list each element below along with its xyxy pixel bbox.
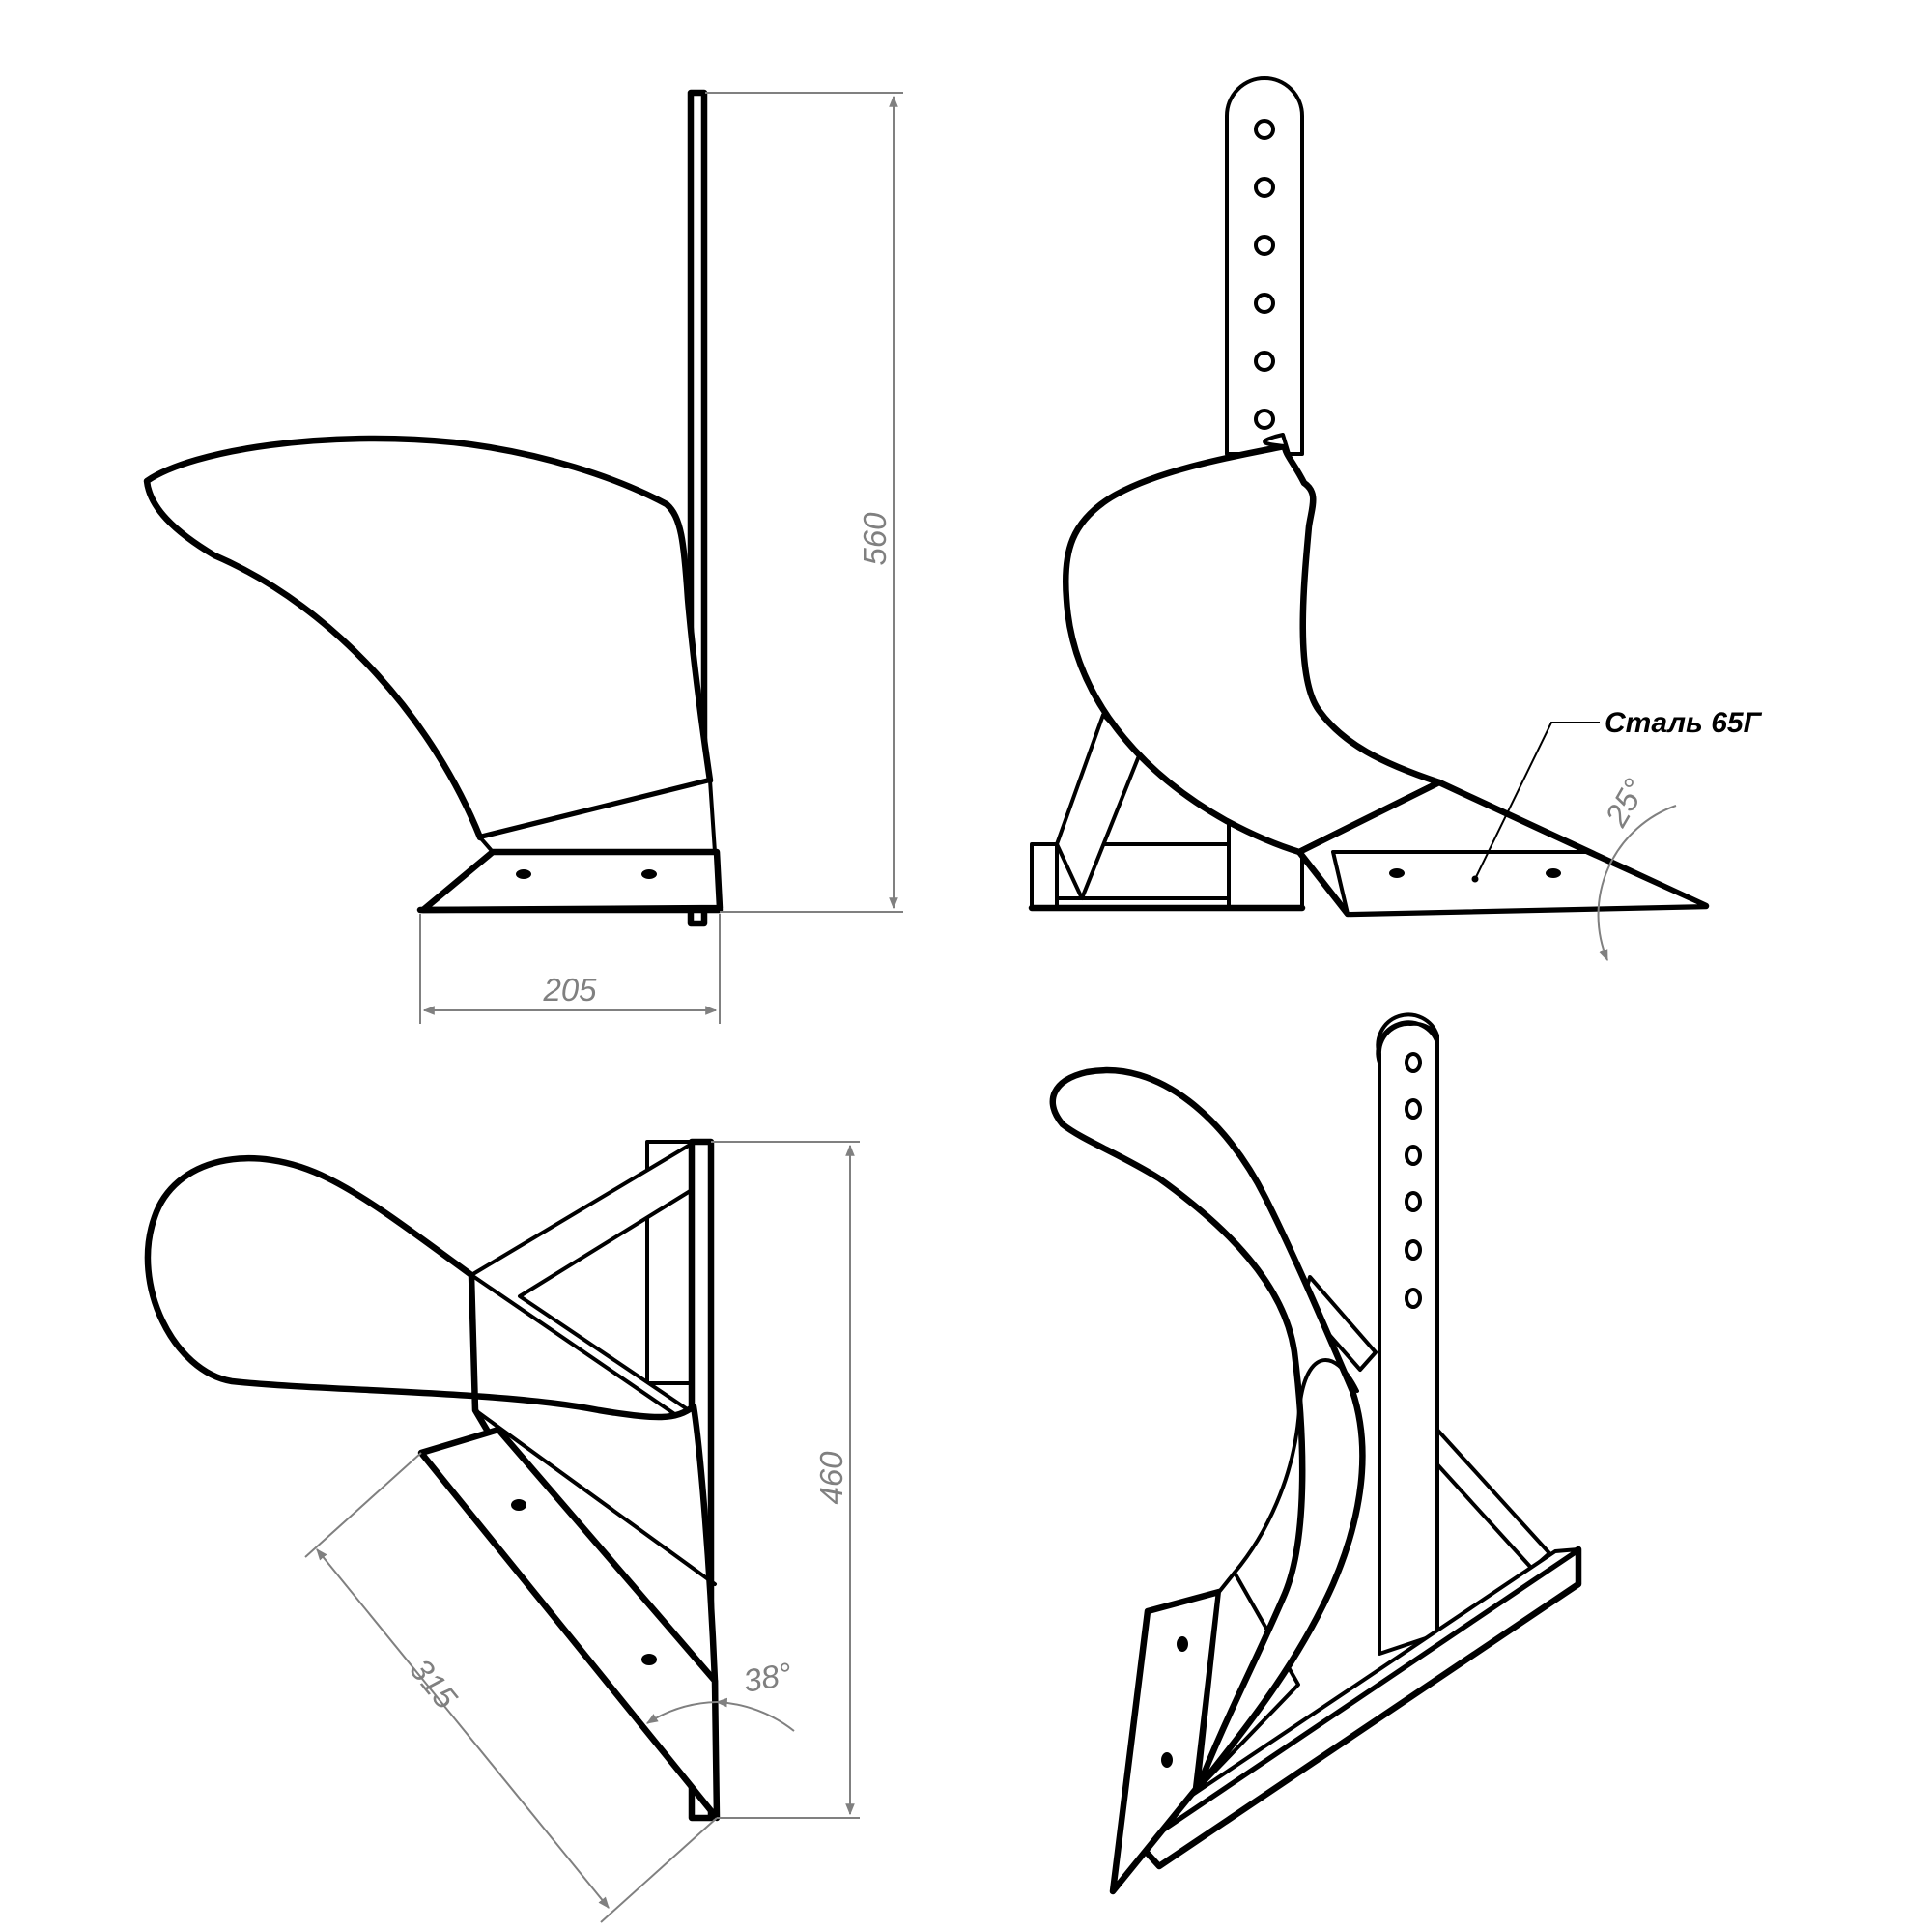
dim-width-front: 205 — [542, 972, 597, 1007]
stand-hole — [1254, 293, 1275, 314]
dim-extension — [600, 1817, 718, 1923]
stand-hole — [1254, 351, 1275, 372]
side-view: 560 205 — [143, 89, 903, 1024]
iso-brace — [1434, 1426, 1551, 1571]
stand-hole — [1405, 1052, 1422, 1073]
iso-moldboard — [1049, 1066, 1366, 1793]
dim-share-angle: 38° — [741, 1656, 795, 1699]
dim-height-plan: 460 — [813, 1451, 849, 1505]
stand-hole — [1405, 1288, 1422, 1309]
front-view-bolt-hole — [1389, 868, 1405, 878]
iso-bolt-hole — [1177, 1636, 1188, 1652]
front-view-frame-left-post — [1030, 842, 1059, 910]
stand-hole — [1254, 177, 1275, 198]
stand-hole — [1405, 1239, 1422, 1261]
dim-share-length: 315 — [403, 1652, 465, 1716]
stand-hole — [1254, 235, 1275, 256]
front-view-moldboard-curl — [1263, 433, 1291, 456]
plan-view-moldboard — [144, 1155, 719, 1820]
side-view-bolt-hole — [641, 869, 657, 879]
dim-extension — [304, 1452, 422, 1558]
stand-hole — [1254, 119, 1275, 140]
stand-hole — [1405, 1098, 1422, 1120]
front-view: Сталь 65Г 25° — [1028, 76, 1763, 962]
stand-hole — [1405, 1145, 1422, 1166]
dim-arc-share-angle — [715, 1697, 795, 1732]
dim-arc-blade-angle — [1597, 805, 1677, 962]
iso-bolt-hole — [1161, 1752, 1173, 1768]
plan-view-bolt-hole — [641, 1654, 657, 1665]
material-note: Сталь 65Г — [1605, 707, 1763, 739]
dim-blade-angle: 25° — [1598, 773, 1653, 834]
iso-moldboard-fold — [1233, 1358, 1359, 1574]
front-view-share-plate — [1331, 850, 1708, 916]
iso-stand-side — [1376, 1020, 1439, 1064]
material-leader — [1474, 722, 1600, 880]
stand-hole — [1405, 1191, 1422, 1212]
front-view-bolt-hole — [1546, 868, 1561, 878]
dim-height-front: 560 — [857, 512, 893, 566]
plan-view: 460 315 38° — [144, 1138, 860, 1923]
front-view-stand — [1225, 76, 1304, 456]
stand-hole — [1254, 409, 1275, 430]
side-view-bolt-hole — [516, 869, 531, 879]
side-view-share — [419, 848, 724, 914]
isometric-view — [1049, 1012, 1582, 1895]
side-view-moldboard — [143, 435, 714, 841]
front-view-moldboard — [1062, 442, 1443, 856]
plan-view-share-inner — [473, 1408, 717, 1586]
dim-line-share-length — [316, 1548, 610, 1909]
dim-arc-share-angle — [645, 1701, 718, 1724]
plan-view-bolt-hole — [511, 1499, 526, 1511]
